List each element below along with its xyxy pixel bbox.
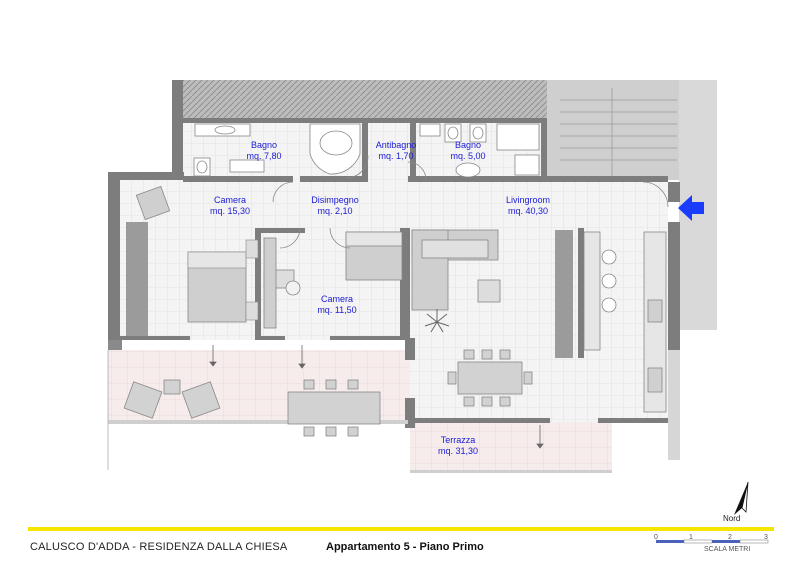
room-disimpegno-name: Disimpegno — [311, 195, 359, 205]
room-bagno-2-name: Bagno — [455, 140, 481, 150]
scale-bar — [656, 539, 769, 544]
room-camera-1-name: Camera — [214, 195, 246, 205]
room-bagno-2-area: mq. 5,00 — [450, 151, 485, 161]
walls — [108, 80, 680, 428]
room-terrazza-area: mq. 31,30 — [438, 446, 478, 456]
room-camera-2-area: mq. 11,50 — [317, 305, 356, 315]
plant — [424, 309, 450, 333]
dining-table-indoor — [447, 349, 533, 407]
room-disimpegno-area: mq. 2,10 — [317, 206, 352, 216]
scale-tick-1: 1 — [689, 534, 693, 541]
project-title: CALUSCO D'ADDA - RESIDENZA DALLA CHIESA — [30, 541, 288, 553]
scale-tick-3: 3 — [764, 534, 768, 541]
terrace-railing-lower — [410, 470, 612, 473]
columns — [126, 222, 573, 358]
roof-overhang — [183, 80, 717, 460]
desk-bedroom — [263, 237, 301, 329]
kitchen-counter — [583, 231, 667, 413]
window-arrows — [209, 345, 544, 449]
sofa — [411, 229, 499, 311]
room-terrazza-name: Terrazza — [441, 435, 476, 445]
bed-double — [187, 239, 259, 323]
room-bagno-1-area: mq. 7,80 — [246, 151, 281, 161]
dining-table-terrace — [287, 379, 381, 437]
room-livingroom-area: mq. 40,30 — [508, 206, 548, 216]
north-arrow-icon — [734, 481, 749, 515]
terrace-chairs — [123, 379, 221, 419]
coffee-table — [477, 279, 501, 303]
room-antibagno-area: mq. 1,70 — [378, 151, 413, 161]
room-camera-1-area: mq. 15,30 — [210, 206, 250, 216]
entrance-arrow-icon — [678, 195, 704, 221]
unit-title: Appartamento 5 - Piano Primo — [326, 541, 484, 553]
north-label: Nord — [723, 514, 741, 523]
stairwell — [560, 88, 677, 178]
bathroom-fixtures — [193, 123, 540, 178]
room-livingroom-name: Livingroom — [506, 195, 550, 205]
armchair — [135, 185, 171, 221]
room-bagno-1-name: Bagno — [251, 140, 277, 150]
room-antibagno-name: Antibagno — [376, 140, 417, 150]
room-camera-2-name: Camera — [321, 294, 353, 304]
doors — [272, 155, 669, 249]
terrace-floor-lower — [410, 422, 612, 472]
room-labels: Bagno mq. 7,80 Antibagno mq. 1,70 Bagno … — [210, 140, 550, 456]
yellow-divider — [28, 527, 774, 531]
terrace-railing — [108, 420, 408, 424]
scale-tick-0: 0 — [654, 534, 658, 541]
scale-title: SCALA METRI — [704, 546, 751, 553]
bed-single — [345, 231, 403, 281]
scale-tick-2: 2 — [728, 534, 732, 541]
